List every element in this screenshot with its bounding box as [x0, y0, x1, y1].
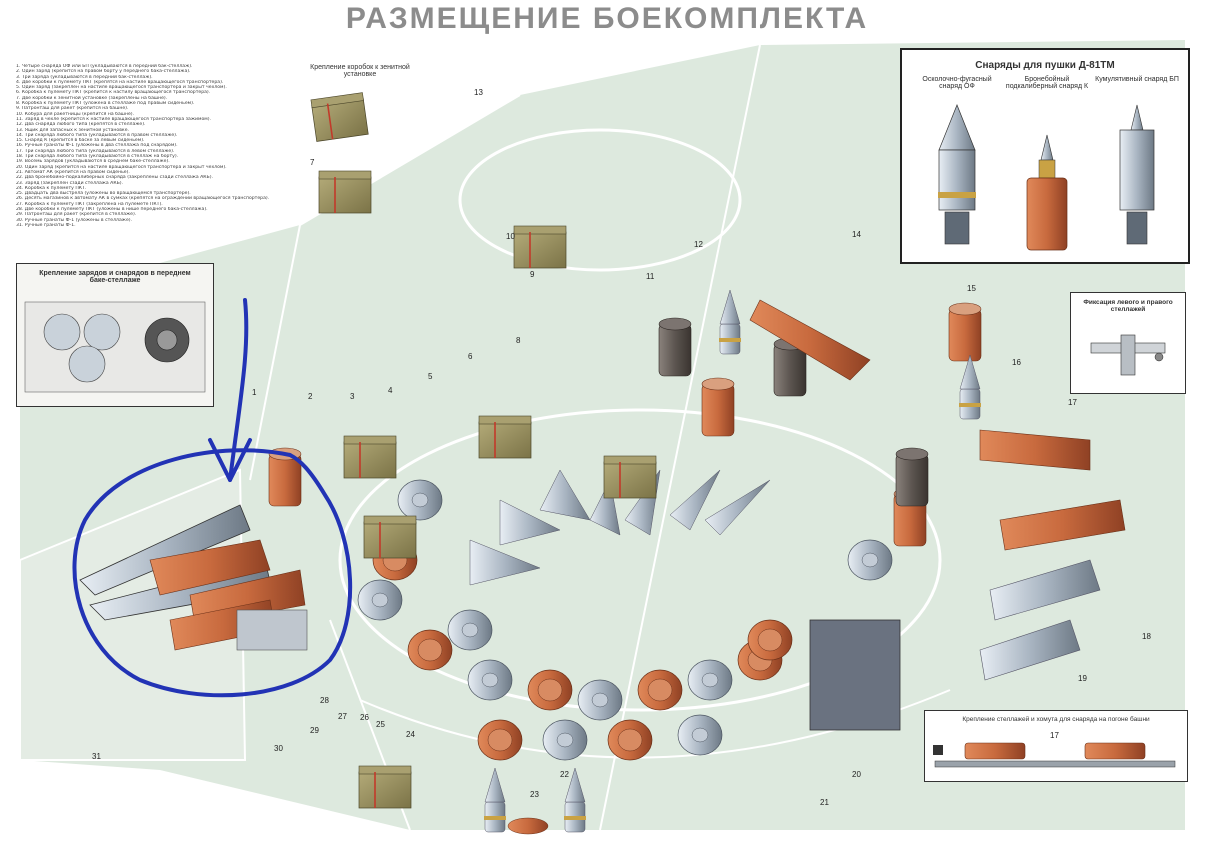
vertical-rack-block — [809, 619, 901, 731]
callout-number: 27 — [338, 712, 347, 721]
legend-item: 3. Три заряда (укладываются в передний б… — [16, 74, 153, 80]
legend-item: 11. Заряд в чехле (крепится к настиле вр… — [16, 116, 211, 122]
legend-item: 5. Один заряд (закреплен на настиле вращ… — [16, 85, 227, 91]
legend-item: 26. Десять магазинов к автомату АК в сум… — [16, 196, 270, 202]
legend-item: 19. Восемь зарядов (укладываются в средн… — [16, 159, 170, 165]
callout-number: 25 — [376, 720, 385, 729]
legend-item: 27. Коробка к пулемету ПКТ (закреплена н… — [16, 201, 163, 207]
callout-number: 6 — [468, 352, 473, 361]
inner-shell-tips — [469, 469, 771, 586]
callout-number: 8 — [516, 336, 521, 345]
callout-number: 18 — [1142, 632, 1151, 641]
carousel-ring — [338, 408, 942, 712]
callout-number: 30 — [274, 744, 283, 753]
legend-item: 23. Заряд (закреплен сзади стеллажа АКБ)… — [16, 180, 123, 186]
ring-fix-inset: Крепление стеллажей и хомута для снаряда… — [924, 710, 1188, 782]
legend-item: 24. Коробка к пулемету ПКТ. — [16, 185, 87, 191]
legend-item: 28. Две коробки к пулемету ПКТ (уложены … — [16, 207, 208, 213]
legend-item: 9. Патронташ для ракет (крепится на башн… — [16, 106, 129, 112]
legend-item: 16. Ручные гранаты Ф-1 (уложены в два ст… — [16, 143, 178, 149]
legend-item: 8. Коробка к пулемету ПКТ (уложена в сте… — [16, 101, 195, 107]
shells-inset-drawing — [938, 104, 1155, 251]
callout-number: 22 — [560, 770, 569, 779]
legend-item: 4. Две коробки к пулемету ПКТ (крепятся … — [16, 79, 224, 85]
shell-k-drawing — [1026, 134, 1068, 251]
callout-number: 24 — [406, 730, 415, 739]
callout-number: 20 — [852, 770, 861, 779]
legend-item: 17. Три снаряда любого типа (укладываютс… — [16, 148, 175, 154]
blue-annotation — [72, 298, 353, 698]
ring-fix-drawing — [933, 742, 1176, 768]
callout-number: 17 — [1068, 398, 1077, 407]
front-rack-inset-drawing — [24, 301, 206, 393]
legend-list: 1. Четыре снаряда ОФ или БП (укладываютс… — [16, 64, 316, 228]
legend-item: 7. Две коробки к зенитной установке (зак… — [16, 95, 168, 101]
page-title: РАЗМЕЩЕНИЕ БОЕКОМПЛЕКТА — [345, 2, 869, 35]
side-fix-drawing — [1090, 334, 1166, 376]
legend-item: 22. Два бронебойно-подкалиберных снаряда… — [16, 175, 213, 181]
legend-item: 14. Три снаряда любого типа (укладываютс… — [16, 132, 178, 138]
legend-item: 31. Ручные гранаты Ф-1. — [16, 222, 76, 228]
callout-number: 14 — [852, 230, 861, 239]
legend-item: 6. Коробка к пулемету ПКТ (крепится к на… — [16, 90, 211, 96]
legend-item: 21. Автомат АК (крепится на правом сиден… — [16, 169, 130, 175]
legend-item: 10. Кобура для ракетницы (крепится на ба… — [16, 111, 135, 117]
front-rack-inset: Крепление зарядов и снарядов в переднем … — [16, 263, 214, 407]
legend-item: 2. Один заряд (крепится на правом борту … — [16, 69, 191, 75]
callout-number: 7 — [310, 158, 315, 167]
shells-inset: Снаряды для пушки Д-81ТМ Осколочно-фугас… — [900, 48, 1190, 264]
callout-number: 26 — [360, 713, 369, 722]
shells-inset-title: Снаряды для пушки Д-81ТМ — [975, 60, 1115, 71]
shell-of-drawing — [938, 104, 976, 245]
callout-number: 5 — [428, 372, 433, 381]
side-fix-title: Фиксация левого и правого стеллажей — [1083, 299, 1173, 313]
legend-item: 20. Один заряд (крепится на настиле вращ… — [16, 164, 227, 170]
callout-number: 16 — [1012, 358, 1021, 367]
callout-number: 9 — [530, 270, 535, 279]
callout-number: 19 — [1078, 674, 1087, 683]
shell-of-label: Осколочно-фугасный снаряд ОФ — [922, 76, 992, 90]
callout-number: 15 — [967, 284, 976, 293]
shell-k-label: Бронебойный подкалиберный снаряд К — [1005, 76, 1089, 90]
callout-number: 31 — [92, 752, 101, 761]
legend-item: 18. Три снаряда любого типа (укладываютс… — [16, 154, 179, 160]
callout-number: 21 — [820, 798, 829, 807]
legend-item: 1. Четыре снаряда ОФ или БП (укладываютс… — [16, 64, 193, 69]
shell-bp-label: Кумулятивный снаряд БП — [1095, 76, 1179, 83]
callout-number: 4 — [388, 386, 393, 395]
callout-number: 11 — [646, 272, 655, 281]
callout-number: 3 — [350, 392, 355, 401]
right-racks — [747, 299, 1126, 731]
callout-number: 10 — [506, 232, 515, 241]
side-fix-inset: Фиксация левого и правого стеллажей — [1070, 292, 1186, 394]
callout-number: 29 — [310, 726, 319, 735]
zenith-mount-label: Крепление коробок к зенитной установке — [310, 64, 410, 78]
bottom-projectiles — [483, 767, 587, 835]
front-rack-shells — [79, 504, 308, 651]
legend-item: 30. Ручные гранаты Ф-1 (уложены в стелла… — [16, 217, 133, 223]
legend-item: 15. Снаряд К (крепится в баске за левым … — [16, 138, 145, 144]
callout-number: 23 — [530, 790, 539, 799]
callout-number: 12 — [694, 240, 703, 249]
ring-fix-title: Крепление стеллажей и хомута для снаряда… — [962, 716, 1150, 723]
legend-item: 25. Двадцать два выстрела (уложены во вр… — [16, 191, 191, 197]
legend-item: 12. Два снаряда любого типа (крепятся в … — [16, 122, 146, 128]
callout-number: 13 — [474, 88, 483, 97]
callout-number: 28 — [320, 696, 329, 705]
turret-ring — [458, 128, 742, 272]
ring-fix-number: 17 — [1050, 731, 1059, 740]
legend-item: 29. Патронташ для ракет (крепится в стел… — [16, 212, 137, 218]
front-rack-inset-title: Крепление зарядов и снарядов в переднем … — [39, 270, 191, 284]
shell-bp-drawing — [1119, 104, 1155, 245]
callout-number: 2 — [308, 392, 313, 401]
callout-number: 1 — [252, 388, 257, 397]
legend-item: 13. Ящик для запасных к зенитной установ… — [16, 127, 129, 133]
hull-edges — [249, 44, 761, 831]
